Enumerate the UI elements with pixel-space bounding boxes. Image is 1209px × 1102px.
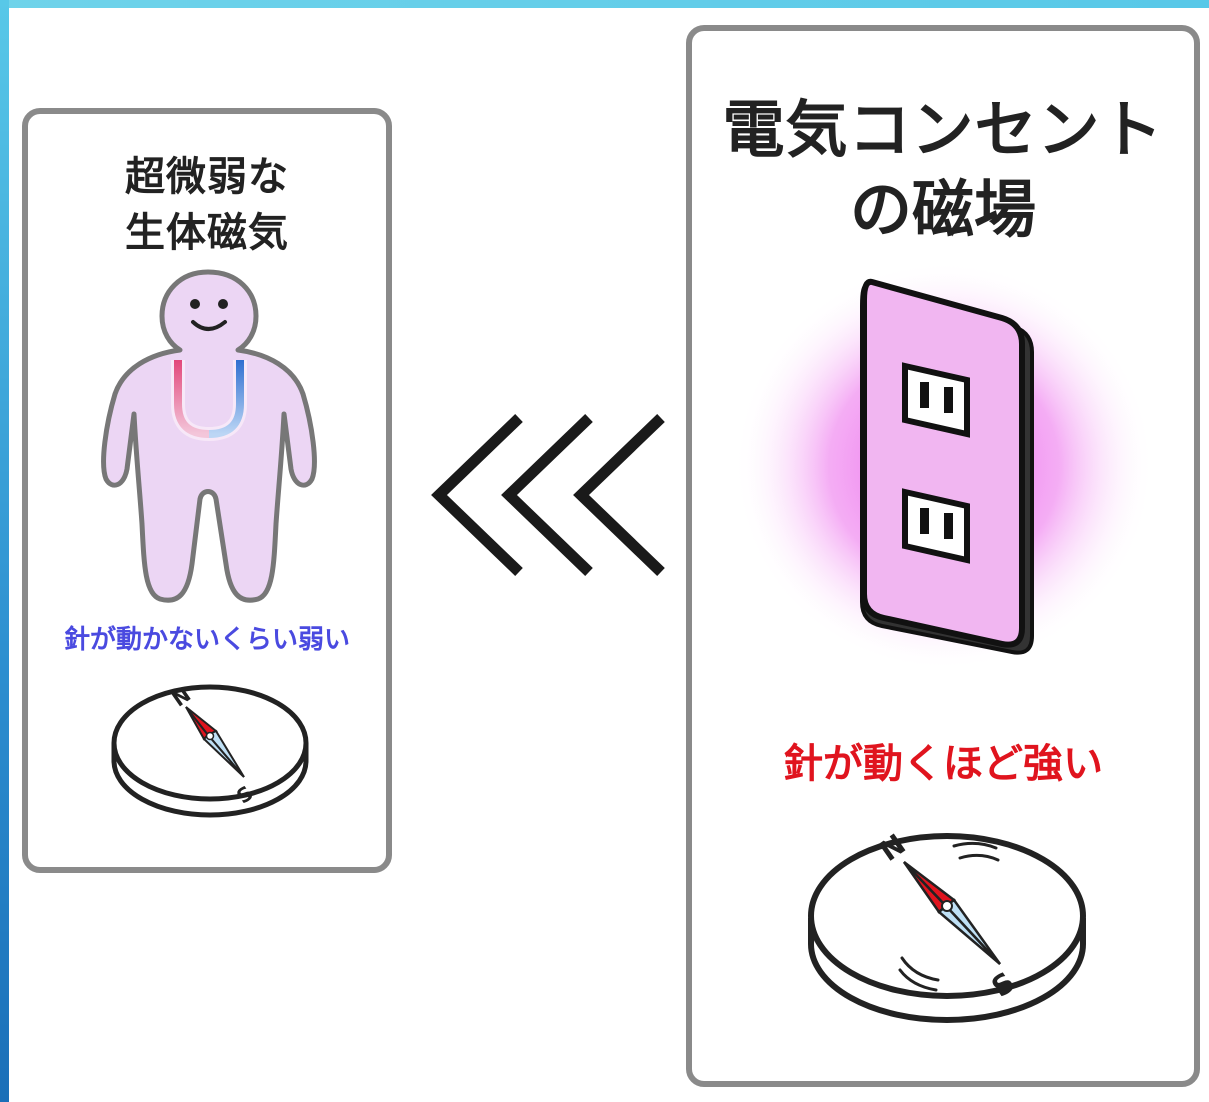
outlet-title-line2: の磁場: [849, 173, 1036, 246]
magnet-icon: [171, 360, 247, 442]
human-figure-icon: [101, 269, 317, 603]
bio-magnetism-title-line2: 生体磁気: [125, 210, 289, 256]
left-frame-border: [0, 0, 9, 1102]
bio-magnetism-title-line1: 超微弱な: [125, 154, 289, 200]
strong-needle-caption: 針が動くほど強い: [783, 741, 1103, 787]
compass-icon: N S: [808, 828, 1086, 1023]
outlet-title-line1: 電気コンセント: [722, 93, 1164, 166]
bio-magnetism-panel: 超微弱な 生体磁気 針が動かないくらい弱い N: [22, 108, 392, 873]
power-outlet-icon: [734, 261, 1154, 671]
compass-icon: N S: [111, 682, 309, 818]
outlet-magnetic-field-panel: 電気コンセント の磁場 針が動くほど強い: [686, 25, 1200, 1087]
weak-needle-caption: 針が動かないくらい弱い: [63, 625, 350, 655]
chevron-left-icon: [431, 414, 665, 576]
top-frame-border: [0, 0, 1209, 8]
